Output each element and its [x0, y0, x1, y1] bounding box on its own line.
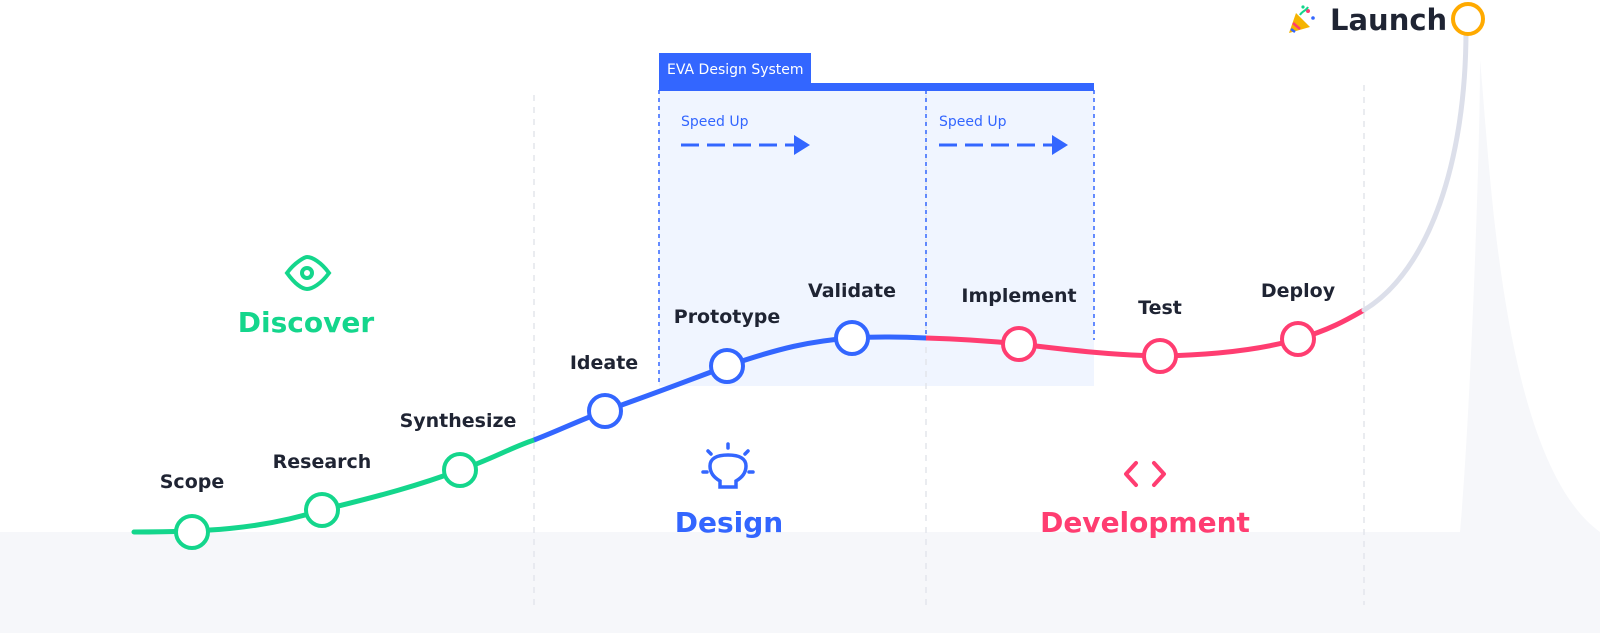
node-prototype	[709, 348, 745, 384]
design-system-tab	[659, 53, 811, 85]
step-label-ideate: Ideate	[570, 352, 638, 374]
design-system-tab-label: EVA Design System	[667, 62, 804, 78]
node-test	[1142, 338, 1178, 374]
step-label-prototype: Prototype	[674, 306, 780, 328]
step-label-implement: Implement	[961, 285, 1076, 307]
speed-up-arrow-1	[681, 135, 810, 155]
step-label-test: Test	[1138, 297, 1182, 319]
node-launch	[1451, 2, 1485, 36]
step-nodes	[174, 2, 1485, 550]
step-label-deploy: Deploy	[1261, 280, 1336, 302]
speed-up-arrow-2	[939, 135, 1068, 155]
node-implement	[1001, 326, 1037, 362]
speed-up-label-1: Speed Up	[681, 114, 749, 130]
phase-title-discover: Discover	[238, 306, 375, 339]
node-scope	[174, 514, 210, 550]
node-validate	[834, 320, 870, 356]
node-research	[304, 492, 340, 528]
node-deploy	[1280, 321, 1316, 357]
phase-title-development: Development	[1040, 506, 1250, 539]
ground-area	[0, 60, 1600, 633]
step-label-validate: Validate	[808, 280, 896, 302]
eye-icon	[284, 254, 332, 292]
curve-discover	[131, 437, 537, 535]
lightbulb-icon	[701, 442, 755, 489]
design-system-top-bar	[659, 83, 1094, 91]
speed-up-label-2: Speed Up	[939, 114, 1007, 130]
node-synthesize	[442, 452, 478, 488]
curve-launch	[1361, 27, 1469, 313]
step-label-synthesize: Synthesize	[400, 410, 517, 432]
launch-label: Launch	[1330, 3, 1447, 37]
panel-dashed-edges	[658, 90, 1095, 386]
node-ideate	[587, 393, 623, 429]
step-label-research: Research	[273, 451, 372, 473]
step-label-scope: Scope	[160, 471, 225, 493]
phase-title-design: Design	[675, 506, 783, 539]
code-brackets-icon	[1124, 461, 1166, 487]
party-popper-icon	[1289, 5, 1315, 33]
